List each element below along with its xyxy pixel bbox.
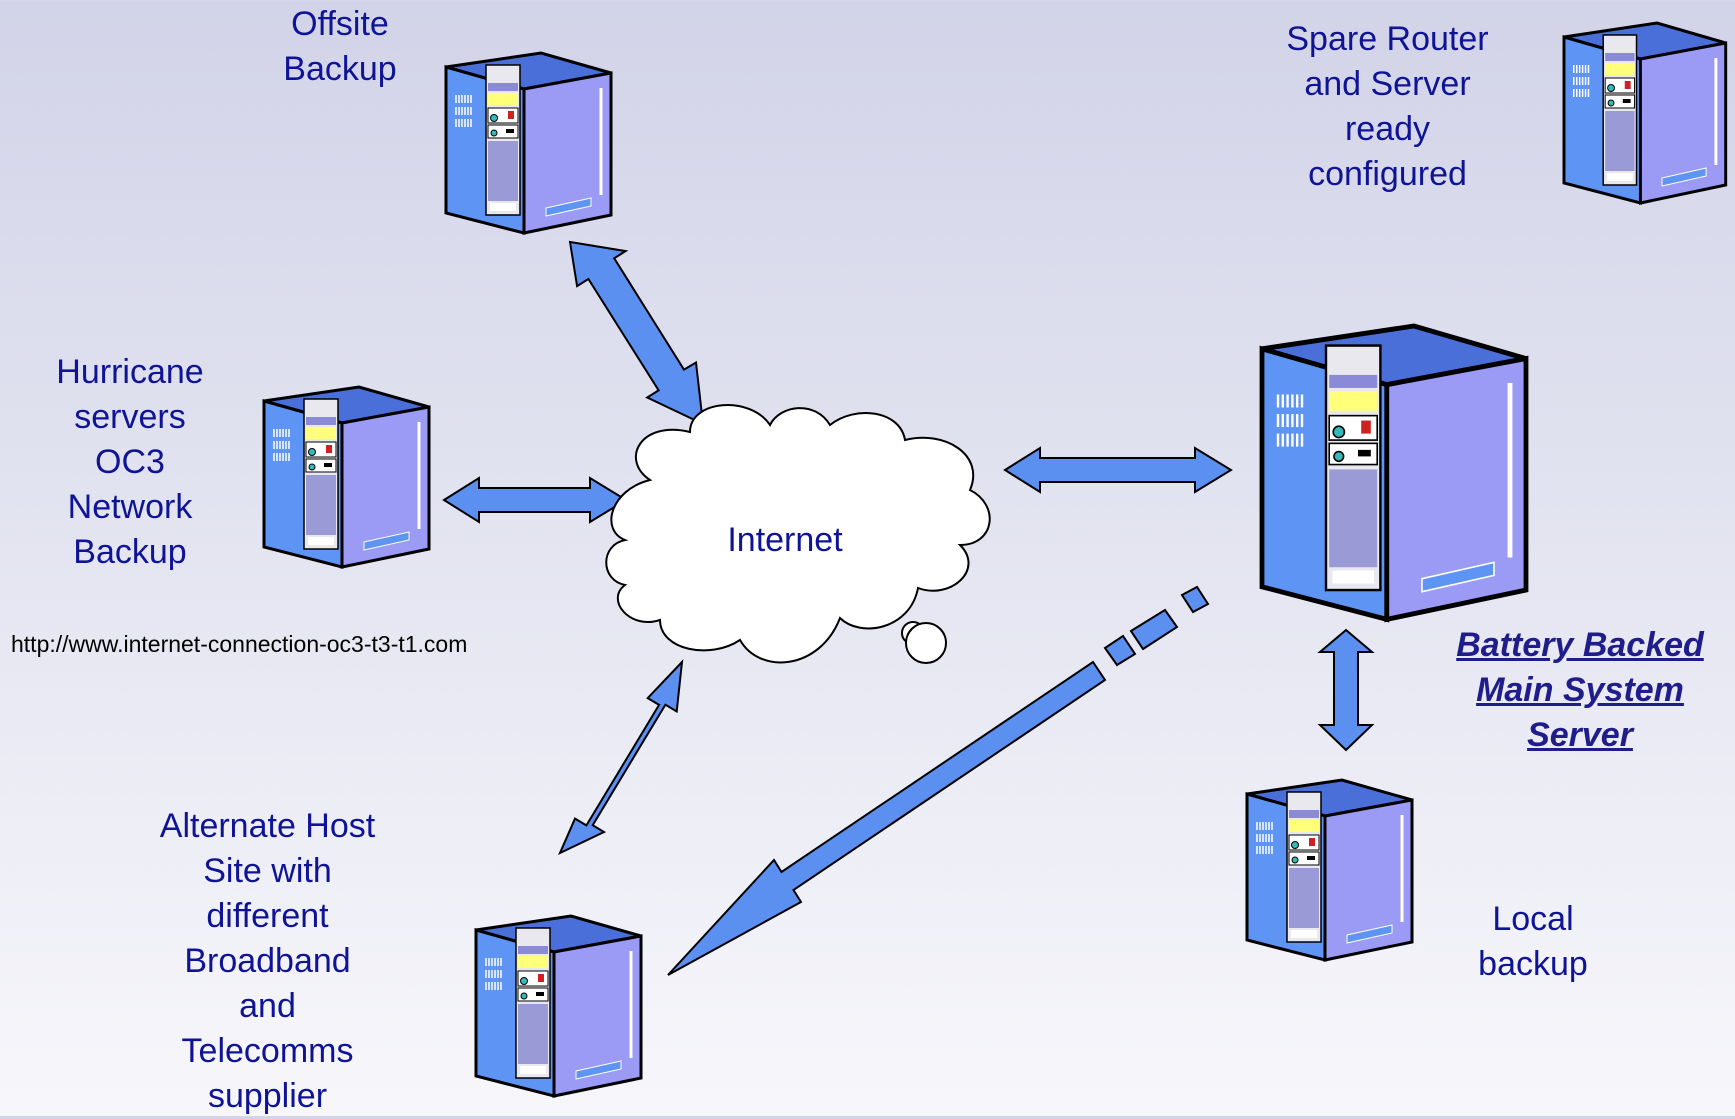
server-spare [1562, 21, 1728, 205]
server-local [1245, 778, 1414, 962]
source-url: http://www.internet-connection-oc3-t3-t1… [11, 631, 468, 657]
server-alternate [474, 914, 643, 1098]
local-backup-label: Local backup [1478, 900, 1588, 983]
server-hurricane [262, 385, 431, 569]
main-server-label: Battery Backed Main System Server [1456, 626, 1704, 754]
internet-label: Internet [727, 521, 843, 559]
alternate-host-label: Alternate Host Site with different Broad… [159, 807, 376, 1115]
server-offsite [444, 51, 613, 235]
server-main [1262, 326, 1526, 619]
spare-router-label: Spare Router and Server ready configured [1286, 20, 1489, 193]
hurricane-label: Hurricane servers OC3 Network Backup [56, 353, 204, 571]
cloud-icon [605, 404, 991, 664]
double-arrow-icon [442, 240, 1375, 856]
failover-arrow [667, 585, 1210, 976]
offsite-backup-label: Offsite Backup [283, 5, 397, 88]
